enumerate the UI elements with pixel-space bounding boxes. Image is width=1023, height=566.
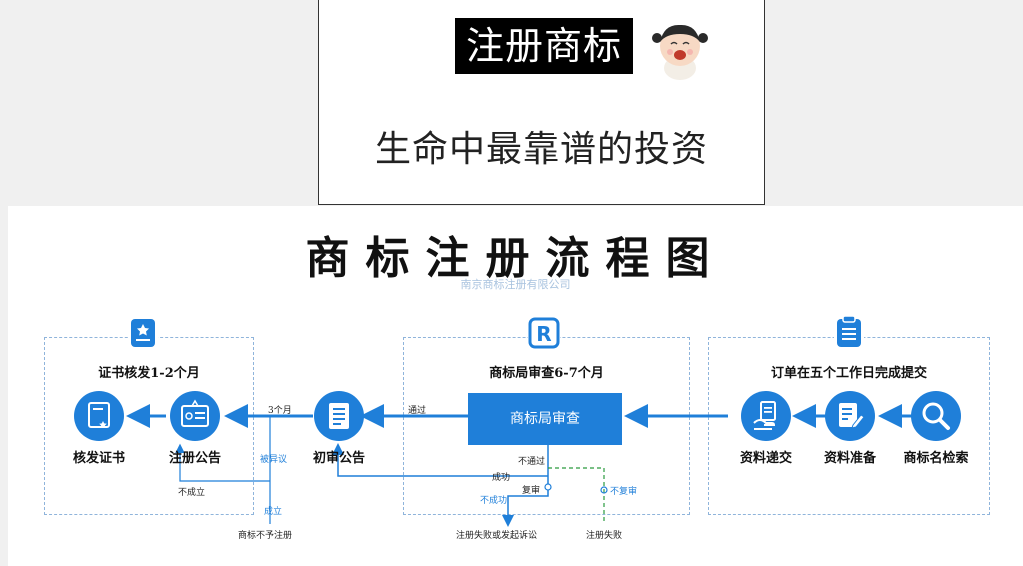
edge-label-fail-lawsuit: 注册失败或发起诉讼 <box>456 531 538 541</box>
edge-label-fail: 不通过 <box>518 457 546 467</box>
flowchart-title: 商标注册流程图 <box>305 233 726 284</box>
announcement-board-icon <box>170 391 220 441</box>
edge-label-unsuccess: 不成功 <box>480 496 508 506</box>
node-prelim-announce: 初审公告 <box>312 451 365 466</box>
section-label-cert: 证书核发1-2个月 <box>98 366 200 381</box>
header-title: 注册商标 <box>455 18 633 74</box>
edit-document-icon <box>825 391 875 441</box>
clipboard-list-icon <box>834 315 864 349</box>
flowchart-panel: 商标注册流程图 南京商标注册有限公司 R 证书核发1-2个月 商标局审查6-7个… <box>8 206 1023 566</box>
edge-label-no-reexam: 不复审 <box>610 487 638 497</box>
certificate-icon <box>74 391 124 441</box>
edge-label-success: 成功 <box>492 473 511 483</box>
edge-label-reg-fail: 注册失败 <box>586 531 623 541</box>
header-card: 注册商标 生命中最靠谱的投资 <box>318 0 765 205</box>
edge-label-not-valid: 不成立 <box>178 488 206 498</box>
section-label-submit: 订单在五个工作日完成提交 <box>770 366 927 381</box>
document-icon <box>314 391 364 441</box>
header-subtitle: 生命中最靠谱的投资 <box>374 129 708 170</box>
node-issue-cert: 核发证书 <box>72 451 125 466</box>
edge-label-not-register: 商标不予注册 <box>238 531 293 541</box>
section-label-review: 商标局审查6-7个月 <box>489 366 604 381</box>
flow-connectors <box>126 404 912 527</box>
node-prepare: 资料准备 <box>823 451 876 466</box>
edge-label-pass: 通过 <box>408 406 427 416</box>
certificate-badge-icon <box>128 317 158 349</box>
edge-label-reexam: 复审 <box>522 486 541 496</box>
node-search: 商标名检索 <box>903 451 969 466</box>
search-icon <box>911 391 961 441</box>
node-submit: 资料递交 <box>739 451 792 466</box>
edge-label-objection: 被异议 <box>260 455 288 465</box>
edge-label-valid: 成立 <box>264 507 283 517</box>
node-office-review: 商标局审查 <box>468 393 622 445</box>
watermark: 南京商标注册有限公司 <box>460 278 571 291</box>
registered-mark-icon: R <box>528 317 560 349</box>
svg-text:R: R <box>536 322 551 346</box>
baby-avatar-icon <box>644 12 716 84</box>
hand-document-icon <box>741 391 791 441</box>
node-reg-announce: 注册公告 <box>168 451 221 466</box>
edge-label-three-months: 3个月 <box>268 406 292 416</box>
